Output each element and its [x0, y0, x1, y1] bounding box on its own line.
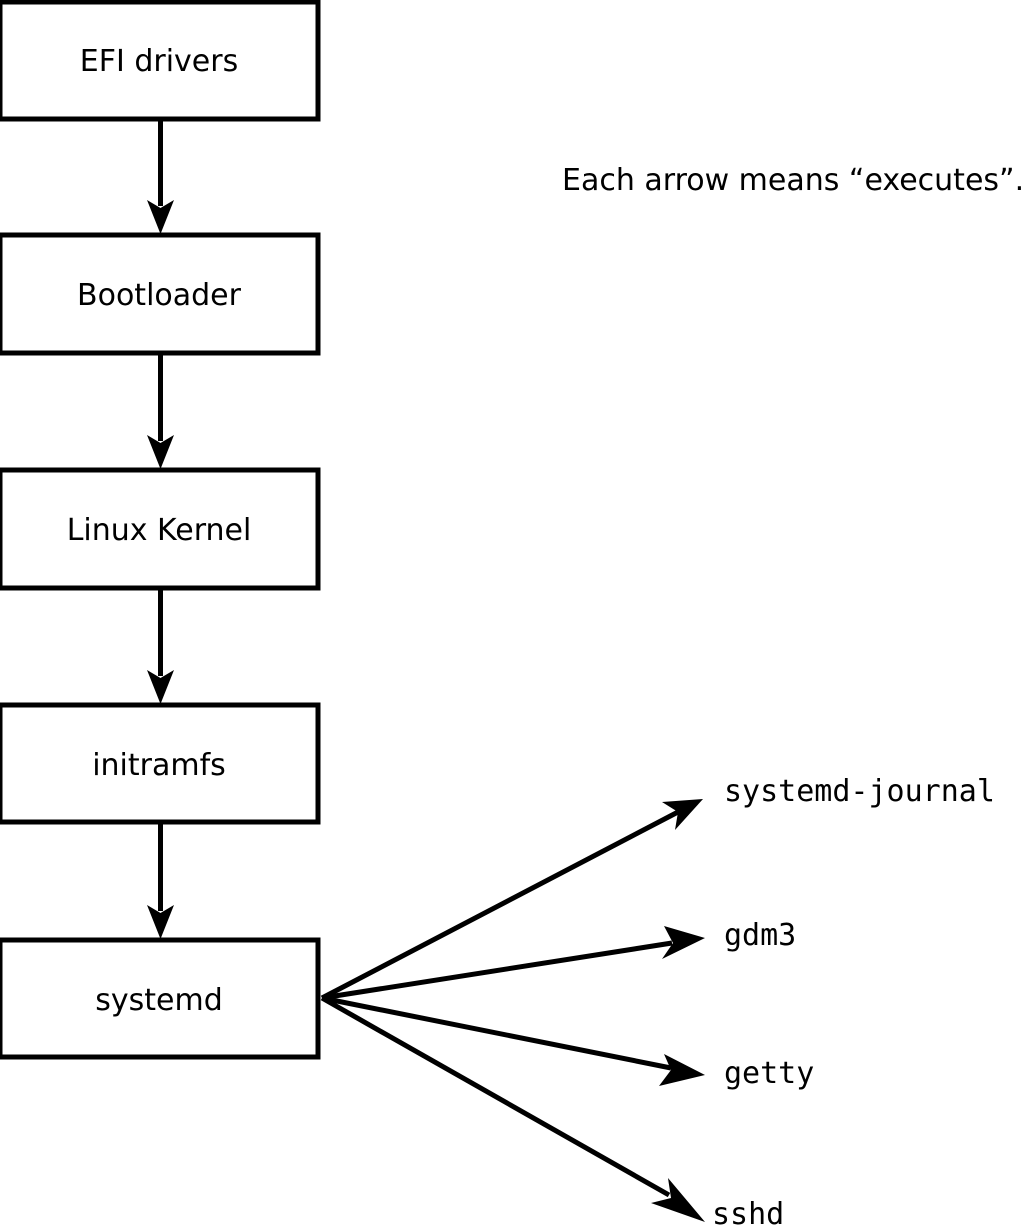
node-systemd[interactable]: systemd — [0, 937, 321, 1060]
edge-efi-to-bootloader — [147, 119, 174, 234]
node-label-bootloader: Bootloader — [77, 278, 242, 313]
node-label-initramfs: initramfs — [92, 748, 226, 783]
edge-initramfs-to-systemd — [147, 822, 174, 939]
edge-kernel-to-initramfs — [147, 588, 174, 704]
node-initramfs[interactable]: initramfs — [0, 702, 321, 825]
node-linux-kernel[interactable]: Linux Kernel — [0, 467, 321, 591]
edge-systemd-to-gdm3 — [321, 926, 705, 1001]
node-bootloader[interactable]: Bootloader — [0, 232, 321, 356]
edge-systemd-to-getty — [321, 995, 705, 1086]
node-label-getty[interactable]: getty — [724, 1056, 814, 1091]
node-label-efi-drivers: EFI drivers — [80, 44, 238, 79]
edge-systemd-to-sshd — [320, 995, 705, 1222]
edge-systemd-to-journal — [320, 799, 703, 1001]
node-label-systemd: systemd — [95, 983, 223, 1018]
node-efi-drivers[interactable]: EFI drivers — [0, 0, 321, 122]
node-label-linux-kernel: Linux Kernel — [67, 513, 252, 548]
node-label-systemd-journal[interactable]: systemd-journal — [724, 774, 995, 809]
legend-text: Each arrow means “executes”. — [562, 163, 1023, 198]
node-label-sshd[interactable]: sshd — [712, 1197, 784, 1230]
node-label-gdm3[interactable]: gdm3 — [724, 918, 796, 953]
edge-bootloader-to-kernel — [147, 353, 174, 469]
